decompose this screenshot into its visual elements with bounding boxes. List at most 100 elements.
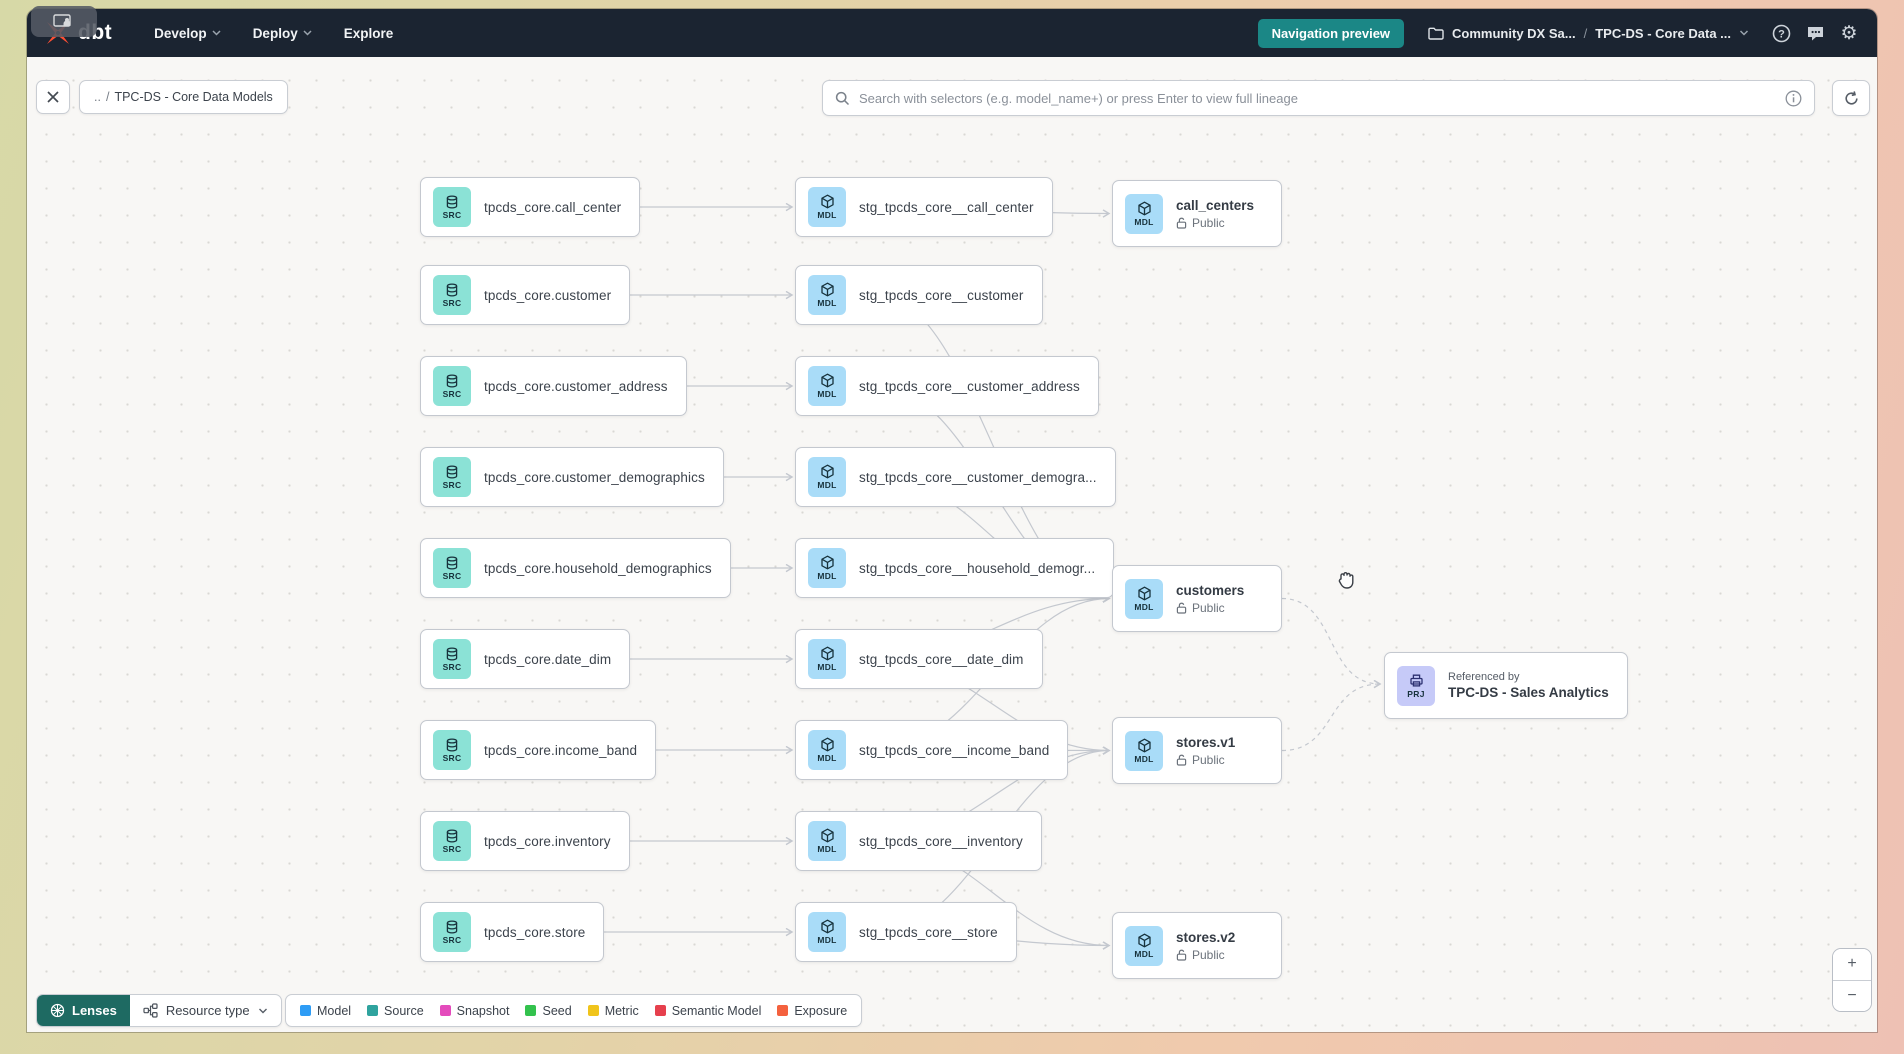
mdl-badge: MDL bbox=[808, 275, 846, 315]
gear-icon[interactable]: ⚙ bbox=[1840, 22, 1858, 44]
nav-menu-develop[interactable]: Develop bbox=[142, 18, 233, 49]
source-node-call_center[interactable]: SRC tpcds_core.call_center bbox=[420, 177, 641, 237]
lineage-canvas[interactable]: .. / TPC-DS - Core Data Models SRCtpcds_… bbox=[27, 57, 1877, 1032]
info-icon[interactable] bbox=[1785, 90, 1802, 107]
node-label: tpcds_core.call_center bbox=[484, 199, 622, 215]
model-node-stg_tpcds_core__customer_address[interactable]: MDL stg_tpcds_core__customer_address bbox=[795, 356, 1099, 416]
resource-type-dropdown[interactable]: Resource type bbox=[130, 995, 281, 1026]
database-icon bbox=[445, 646, 459, 661]
unlock-icon bbox=[1176, 602, 1187, 614]
nav-menu-develop-label: Develop bbox=[154, 25, 207, 41]
src-badge: SRC bbox=[433, 457, 471, 497]
source-node-customer_address[interactable]: SRC tpcds_core.customer_address bbox=[420, 356, 687, 416]
node-label: tpcds_core.customer_address bbox=[484, 378, 668, 394]
mdl-badge: MDL bbox=[1125, 193, 1163, 234]
nav-menu-explore[interactable]: Explore bbox=[332, 18, 406, 49]
model-node-stg_tpcds_core__customer[interactable]: MDL stg_tpcds_core__customer bbox=[795, 265, 1043, 325]
src-badge: SRC bbox=[433, 187, 471, 227]
node-label: tpcds_core.customer bbox=[484, 287, 612, 303]
node-label: stg_tpcds_core__customer_address bbox=[859, 378, 1080, 394]
legend-item-seed: Seed bbox=[525, 1003, 572, 1018]
refresh-lineage-button[interactable] bbox=[1832, 80, 1870, 116]
model-cube-icon bbox=[820, 646, 835, 661]
database-icon bbox=[445, 828, 459, 843]
breadcrumb-project[interactable]: Community DX Sa... bbox=[1452, 25, 1576, 41]
zoom-controls: + − bbox=[1832, 948, 1872, 1012]
model-cube-icon bbox=[820, 828, 835, 843]
close-lineage-button[interactable] bbox=[36, 80, 70, 114]
feedback-icon[interactable] bbox=[1805, 23, 1825, 43]
model-cube-icon bbox=[1137, 585, 1152, 601]
src-badge: SRC bbox=[433, 366, 471, 406]
zoom-in-button[interactable]: + bbox=[1833, 949, 1871, 981]
legend-label: Snapshot bbox=[456, 1003, 510, 1018]
src-badge: SRC bbox=[433, 821, 471, 861]
search-icon bbox=[835, 91, 850, 105]
model-node-stg_tpcds_core__inventory[interactable]: MDL stg_tpcds_core__inventory bbox=[795, 811, 1042, 871]
unlock-icon bbox=[1176, 949, 1187, 961]
node-label: tpcds_core.date_dim bbox=[484, 651, 612, 667]
legend-label: Seed bbox=[542, 1003, 572, 1018]
model-cube-icon bbox=[820, 919, 835, 934]
breadcrumb-page[interactable]: TPC-DS - Core Data ... bbox=[1595, 25, 1731, 41]
model-cube-icon bbox=[820, 737, 835, 752]
chevron-down-icon bbox=[212, 30, 221, 36]
model-cube-icon bbox=[1137, 932, 1152, 948]
node-label: stg_tpcds_core__household_demogr... bbox=[859, 560, 1096, 576]
mdl-badge: MDL bbox=[808, 912, 846, 952]
lenses-button[interactable]: Lenses bbox=[37, 995, 130, 1026]
legend-swatch bbox=[587, 1005, 599, 1016]
src-badge: SRC bbox=[433, 548, 471, 588]
node-label: stg_tpcds_core__customer bbox=[859, 287, 1024, 303]
breadcrumb-separator: / bbox=[1583, 25, 1588, 41]
unlock-icon bbox=[1176, 217, 1187, 229]
node-label: call_centers bbox=[1176, 197, 1255, 213]
node-label: stores.v2 bbox=[1176, 929, 1236, 945]
mdl-badge: MDL bbox=[1125, 925, 1163, 966]
path-chip-back[interactable]: .. bbox=[94, 90, 101, 104]
node-label: stg_tpcds_core__inventory bbox=[859, 833, 1023, 849]
svg-text:?: ? bbox=[1778, 28, 1785, 40]
mdl-badge: MDL bbox=[808, 366, 846, 406]
node-label: stg_tpcds_core__date_dim bbox=[859, 651, 1024, 667]
node-label: customers bbox=[1176, 582, 1245, 598]
database-icon bbox=[445, 555, 459, 570]
search-input[interactable] bbox=[859, 90, 1776, 106]
legend-swatch bbox=[525, 1005, 537, 1016]
help-icon[interactable]: ? bbox=[1771, 23, 1791, 43]
breadcrumb[interactable]: Community DX Sa... / TPC-DS - Core Data … bbox=[1428, 26, 1749, 41]
resource-type-label: Resource type bbox=[165, 1003, 250, 1018]
lineage-path-chip[interactable]: .. / TPC-DS - Core Data Models bbox=[79, 80, 288, 114]
database-icon bbox=[445, 737, 459, 752]
mdl-badge: MDL bbox=[808, 821, 846, 861]
node-label: stg_tpcds_core__income_band bbox=[859, 742, 1050, 758]
chevron-down-icon bbox=[258, 1008, 267, 1013]
path-chip-separator: / bbox=[105, 90, 110, 104]
nav-menu-deploy[interactable]: Deploy bbox=[241, 18, 324, 49]
path-chip-title: TPC-DS - Core Data Models bbox=[114, 90, 273, 104]
chevron-down-icon[interactable] bbox=[1739, 30, 1749, 36]
zoom-out-button[interactable]: − bbox=[1833, 980, 1871, 1011]
node-label: tpcds_core.store bbox=[484, 924, 586, 940]
access-badge: Public bbox=[1192, 600, 1225, 615]
database-icon bbox=[445, 464, 459, 479]
navigation-preview-button[interactable]: Navigation preview bbox=[1257, 18, 1405, 48]
